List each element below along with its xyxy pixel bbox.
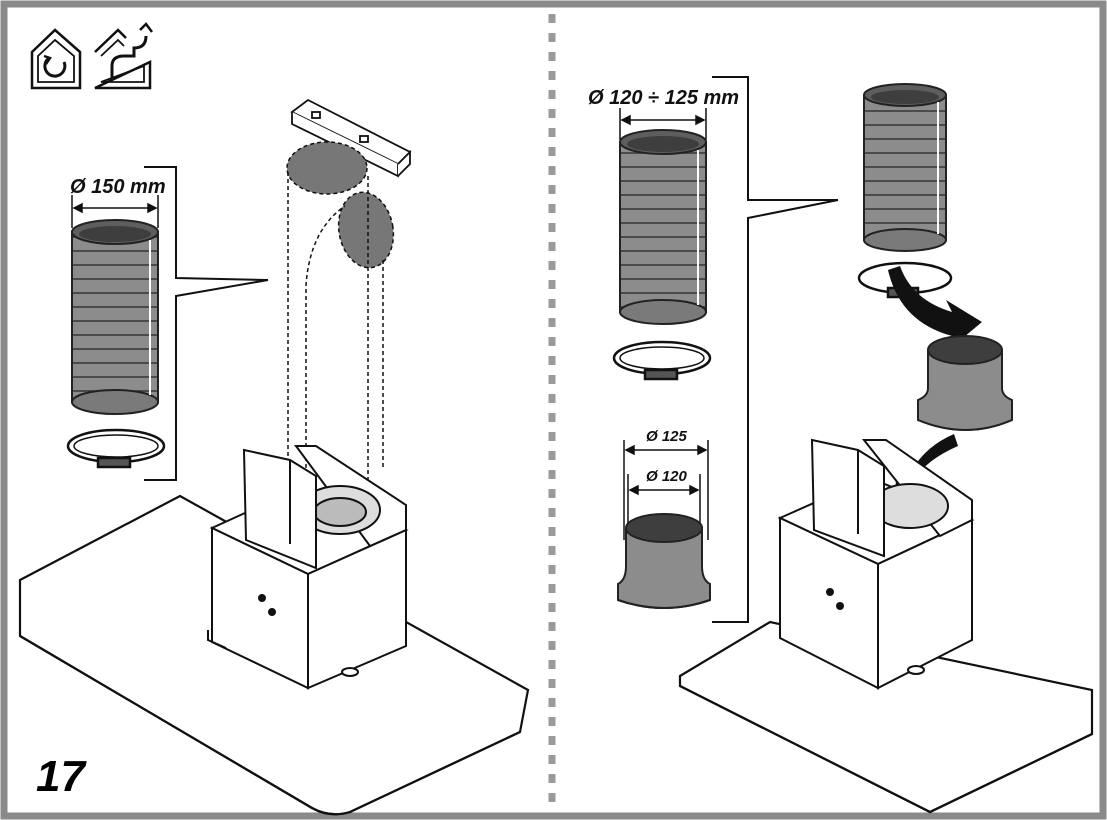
left-hose-clamp xyxy=(66,428,166,469)
right-top-flexible-duct xyxy=(863,83,947,252)
right-dimension-line xyxy=(619,108,707,140)
duct-outlet-openings xyxy=(286,141,395,482)
left-duct-diameter-label: Ø 150 mm xyxy=(70,176,166,198)
step-number: 17 xyxy=(36,752,85,801)
right-hose-clamp xyxy=(612,340,712,381)
right-bracket-callout xyxy=(712,76,839,623)
extraction-mode-icon xyxy=(94,22,153,90)
left-bracket-callout xyxy=(144,166,269,481)
left-dimension-line xyxy=(71,195,159,228)
left-flexible-duct xyxy=(71,219,159,415)
adapter-outer-diameter-label: Ø 125 xyxy=(646,428,687,445)
reducer-adapter xyxy=(617,513,711,609)
right-motor-housing xyxy=(777,438,975,690)
right-duct-diameter-label: Ø 120 ÷ 125 mm xyxy=(588,87,740,109)
assembly-arrow-icon xyxy=(888,266,982,352)
right-adapter-assembly xyxy=(917,335,1013,431)
recirculation-mode-icon xyxy=(30,28,82,90)
adapter-inner-diameter-label: Ø 120 xyxy=(646,468,687,485)
right-hood-canopy xyxy=(678,620,1094,814)
left-motor-housing xyxy=(207,445,409,690)
right-flexible-duct xyxy=(619,129,707,325)
